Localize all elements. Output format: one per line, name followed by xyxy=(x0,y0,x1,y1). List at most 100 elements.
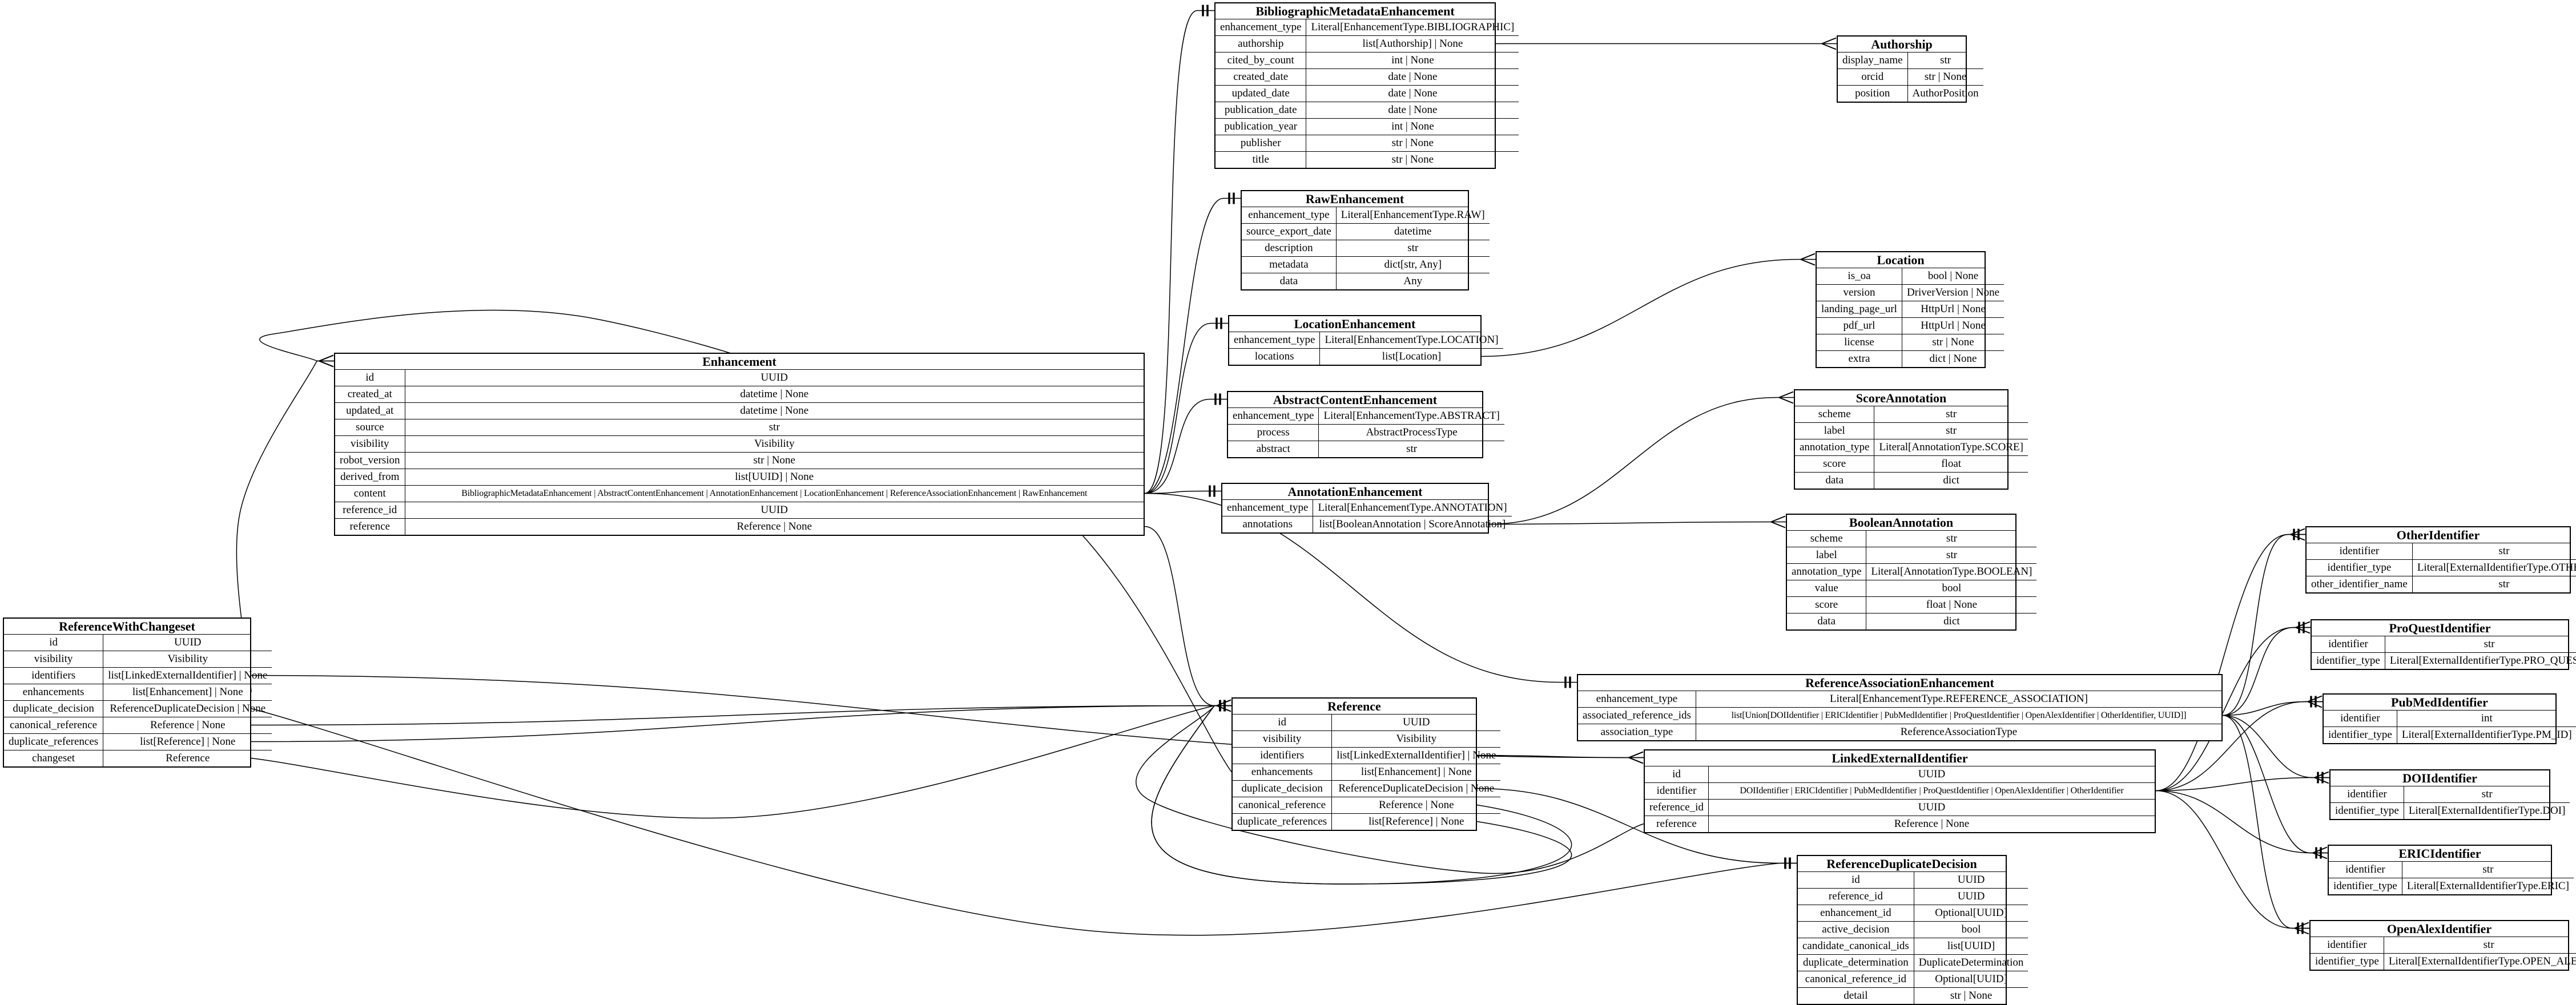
field-type: str xyxy=(1335,240,1490,257)
field-name: updated_at xyxy=(335,402,405,419)
model-title: BibliographicMetadataEnhancement xyxy=(1215,3,1495,19)
field-name: publication_date xyxy=(1215,102,1307,119)
model-title: Enhancement xyxy=(335,354,1144,370)
field-type: list[Enhancement] | None xyxy=(1331,764,1501,781)
field-name: reference xyxy=(1645,816,1709,832)
field-type: str xyxy=(1907,53,1983,69)
field-name: reference xyxy=(335,518,405,535)
field-name: robot_version xyxy=(335,452,405,469)
field-name: associated_reference_ids xyxy=(1578,707,1696,724)
field-name: data xyxy=(1795,472,1875,489)
field-type: bool xyxy=(1913,921,2028,938)
field-name: value xyxy=(1787,580,1867,597)
field-name: identifier_type xyxy=(2311,953,2384,970)
field-name: label xyxy=(1795,422,1875,439)
field-type: Literal[EnhancementType.REFERENCE_ASSOCI… xyxy=(1695,691,2221,708)
field-name: publication_year xyxy=(1215,118,1307,135)
field-name: enhancement_type xyxy=(1215,19,1307,36)
field-name: metadata xyxy=(1242,256,1337,273)
field-type: int xyxy=(2396,711,2576,727)
double-bar-one-marker xyxy=(1780,857,1797,869)
field-name: is_oa xyxy=(1817,268,1902,285)
field-name: id xyxy=(1233,715,1333,731)
field-name: duplicate_references xyxy=(1233,813,1333,830)
double-bar-one-marker xyxy=(1210,393,1227,405)
field-type: Visibility xyxy=(1331,730,1501,748)
field-type: Literal[ExternalIdentifierType.OTHER] xyxy=(2412,559,2576,576)
relationship-edge-Reference.duplicate_references-to-Reference xyxy=(1151,705,1572,885)
relationship-edge-LocationEnhancement.locations-to-Location xyxy=(1481,259,1799,357)
field-name: id xyxy=(4,635,104,651)
relationship-edge-Reference.duplicate_decision-to-ReferenceDuplicateDecision xyxy=(1476,788,1780,864)
field-name: identifier_type xyxy=(2331,802,2404,819)
double-bar-one-marker xyxy=(1560,676,1577,688)
double-bar-one-marker xyxy=(2312,772,2329,784)
field-type: list[LinkedExternalIdentifier] | None xyxy=(1331,747,1501,764)
field-type: date | None xyxy=(1306,68,1519,86)
field-type: DriverVersion | None xyxy=(1901,284,2005,301)
field-type: Literal[ExternalIdentifierType.PRO_QUEST… xyxy=(2384,652,2576,669)
field-type: dict[str, Any] xyxy=(1335,256,1490,273)
relationship-edge-LinkedExternalIdentifier.identifier-to-PubMedIdentifier xyxy=(2155,701,2306,792)
field-name: title xyxy=(1215,151,1307,168)
field-name: version xyxy=(1817,284,1902,301)
field-type: Literal[ExternalIdentifierType.PM_ID] xyxy=(2396,726,2576,743)
field-name: scheme xyxy=(1787,531,1867,547)
field-name: score xyxy=(1787,596,1867,614)
field-type: list[Union[DOIIdentifier | ERICIdentifie… xyxy=(1695,707,2221,724)
field-type: list[Reference] | None xyxy=(1331,813,1501,830)
field-type: Reference | None xyxy=(1708,816,2155,832)
field-name: canonical_reference xyxy=(4,717,104,734)
field-type: dict xyxy=(1866,613,2037,629)
model-title: Authorship xyxy=(1838,37,1966,53)
field-name: visibility xyxy=(4,651,104,668)
field-name: enhancement_type xyxy=(1228,408,1319,425)
field-name: enhancement_id xyxy=(1798,905,1914,922)
model-title: ReferenceAssociationEnhancement xyxy=(1578,675,2221,691)
field-type: Literal[EnhancementType.RAW] xyxy=(1335,207,1490,224)
relationship-edge-AnnotationEnhancement.annotations-to-ScoreAnnotation xyxy=(1488,397,1777,525)
field-name: position xyxy=(1838,85,1908,102)
field-type: str xyxy=(1866,547,2037,564)
model-title: AbstractContentEnhancement xyxy=(1228,392,1482,408)
field-name: description xyxy=(1242,240,1337,257)
relationship-edge-AnnotationEnhancement.annotations-to-BooleanAnnotation xyxy=(1488,521,1769,525)
field-type: int | None xyxy=(1306,52,1519,69)
field-name: active_decision xyxy=(1798,921,1914,938)
field-name: duplicate_decision xyxy=(1233,780,1333,797)
relationship-edge-ReferenceAssociationEnhancement.associated_reference_ids-to-OpenAlexIdentifier xyxy=(2222,715,2293,929)
field-type: Literal[ExternalIdentifierType.DOI] xyxy=(2403,802,2570,819)
